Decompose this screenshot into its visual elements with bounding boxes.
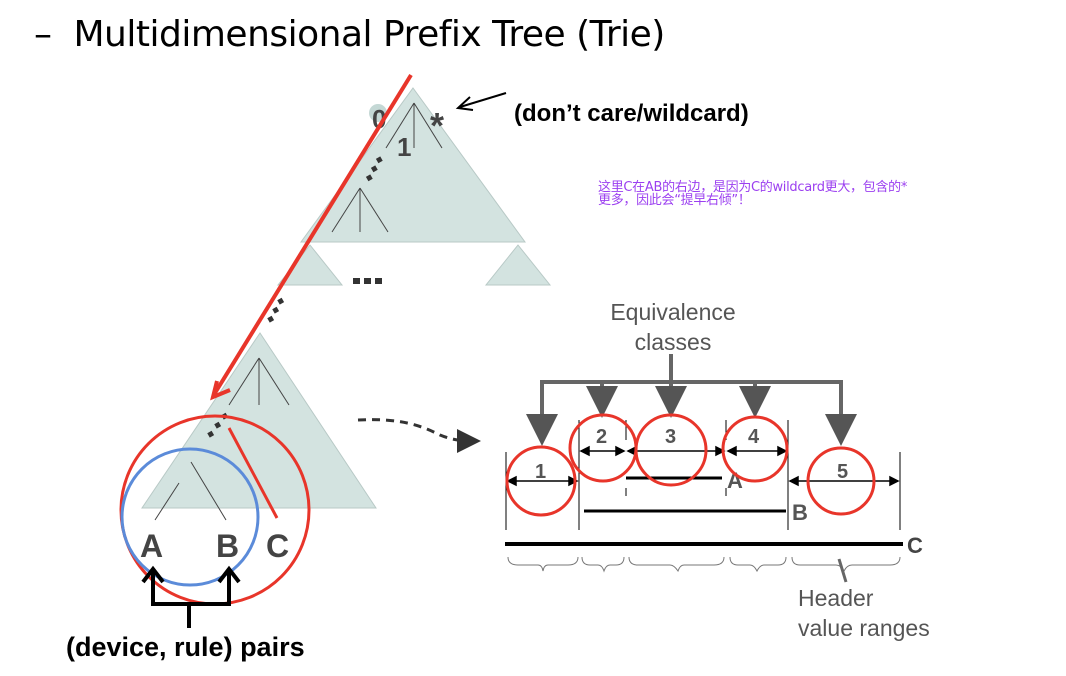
class-label-4: 4 <box>748 426 760 448</box>
range-arrows <box>506 445 900 487</box>
path-dots-icon <box>267 297 285 323</box>
class-label-1: 1 <box>535 461 546 483</box>
hdr-line-2: value ranges <box>798 615 930 641</box>
note-line-2: 更多，因此会“提早右倾”！ <box>598 193 751 208</box>
lookup-path-arrowhead <box>210 380 231 401</box>
slide-title: –Multidimensional Prefix Tree (Trie) <box>34 14 665 55</box>
device-rule-pairs-label: (device, rule) pairs <box>66 632 305 662</box>
note-line-1: 这里C在AB的右边，是因为C的wildcard更大，包含的* <box>598 180 908 195</box>
path-to-c <box>227 427 279 519</box>
rule-label-a: A <box>727 468 743 493</box>
class-label-2: 2 <box>596 426 607 448</box>
equivalence-classes-label: Equivalence classes <box>588 297 758 357</box>
branch-label-wildcard: * <box>430 105 444 146</box>
hdr-line-1: Header <box>798 585 874 611</box>
header-pointer <box>837 558 848 583</box>
lower-branches <box>154 357 290 521</box>
wildcard-arrow <box>459 92 507 108</box>
pairs-bracket <box>141 565 241 628</box>
leaf-label-c: C <box>266 528 289 564</box>
range-ticks <box>505 420 901 530</box>
class-label-5: 5 <box>837 461 848 483</box>
wildcard-label: (don’t care/wildcard) <box>514 100 749 127</box>
rule-label-b: B <box>792 500 808 525</box>
dots-icon <box>365 156 383 182</box>
bullet-dash: – <box>34 14 52 55</box>
trie-lower-triangle <box>141 332 377 509</box>
trie-root-triangle <box>300 87 526 243</box>
eq-line-1: Equivalence <box>610 299 736 325</box>
class-label-3: 3 <box>665 426 676 448</box>
leaf-label-b: B <box>216 528 239 564</box>
ellipsis-icon <box>353 278 382 284</box>
equivalence-bracket <box>526 354 857 446</box>
expand-arrow <box>357 418 481 453</box>
branch-label-1: 1 <box>397 132 411 162</box>
inner-match-circle <box>120 447 260 587</box>
wildcard-arrow-head <box>455 96 474 111</box>
eq-line-2: classes <box>634 329 712 355</box>
subtree-right <box>484 244 552 286</box>
title-text: Multidimensional Prefix Tree (Trie) <box>73 14 666 55</box>
equivalence-circles <box>505 413 876 517</box>
header-value-ranges-label: Header value ranges <box>798 583 930 643</box>
branch-label-0: 0 <box>372 104 386 134</box>
rule-label-c: C <box>907 533 923 558</box>
annotation-note: 这里C在AB的右边，是因为C的wildcard更大，包含的* 更多，因此会“提早… <box>598 181 907 207</box>
leaf-label-a: A <box>140 528 163 564</box>
lookup-path <box>213 73 413 395</box>
root-branches <box>331 102 443 233</box>
